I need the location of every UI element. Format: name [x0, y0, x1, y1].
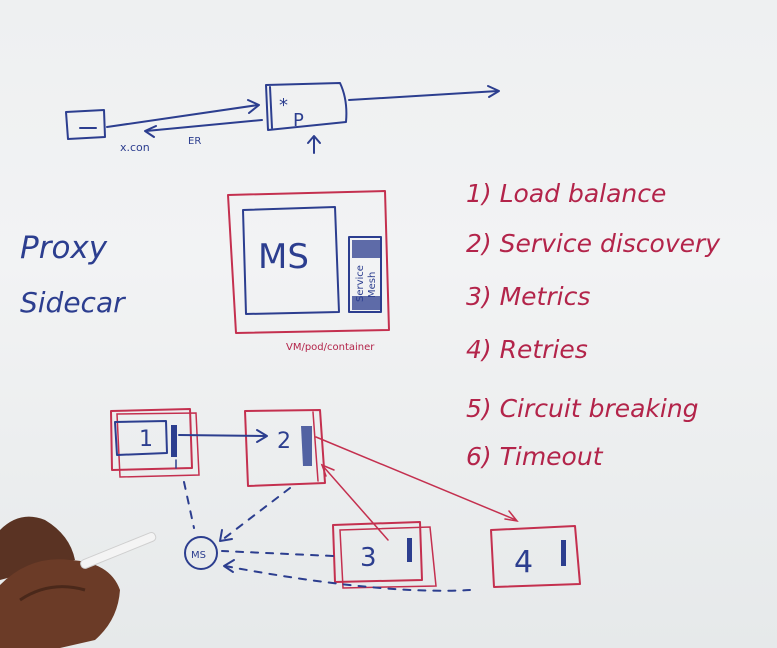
outbound-arrowhead	[487, 85, 500, 98]
client-box	[65, 109, 106, 140]
conn-label: x.con	[120, 141, 150, 154]
node-3-outline	[332, 521, 423, 583]
feature-4: 4) Retries	[466, 335, 588, 364]
service-mesh-line1: Service	[355, 265, 366, 302]
node-1-sidecar	[171, 425, 177, 457]
dash-4-to-ms-head	[223, 559, 235, 573]
node-4-sidecar	[561, 540, 566, 566]
arrow-2-to-3-head	[320, 463, 335, 477]
marker-pen	[80, 532, 157, 569]
feature-2: 2) Service discovery	[466, 229, 721, 258]
proxy-up-arrow	[307, 135, 321, 154]
er-label: ER	[188, 136, 201, 147]
dash-1-to-ms	[183, 481, 195, 529]
pod-caption: VM/pod/container	[286, 342, 375, 353]
right-hand	[0, 559, 120, 648]
ms-label: MS	[258, 237, 309, 277]
ms-circle-label: MS	[191, 550, 206, 561]
node-2-inner-edge	[312, 411, 319, 482]
presenter-hand	[0, 516, 157, 648]
node-2-label: 2	[277, 429, 291, 454]
feature-6: 6) Timeout	[466, 442, 604, 471]
arrow-2-to-4-head	[504, 510, 519, 523]
proxy-text: Proxy	[20, 230, 108, 266]
ms-box	[242, 206, 340, 315]
node-3-sidecar	[407, 538, 412, 562]
dash-3-to-ms	[221, 550, 334, 557]
node-3-label: 3	[360, 543, 377, 573]
sidecar-hatch-bottom	[352, 296, 380, 310]
feature-list: 1) Load balance 2) Service discovery 3) …	[466, 179, 721, 471]
node-1-outline-2	[116, 412, 200, 478]
node-4-outline	[490, 525, 581, 588]
node-1-outline	[110, 408, 193, 471]
node-2-outline	[244, 409, 326, 487]
ms-circle	[184, 536, 218, 570]
proxy-box-edge	[269, 86, 273, 129]
sidecar-hatch-top	[352, 240, 380, 258]
pod-outline	[227, 190, 390, 334]
response-arrow	[145, 119, 263, 132]
dash-2-to-ms	[221, 487, 291, 541]
node-1-label: 1	[139, 427, 153, 452]
dash-2-to-ms-head	[219, 529, 233, 542]
sidecar-slot	[348, 236, 382, 313]
request-arrowhead	[247, 99, 260, 114]
left-labels: Proxy Sidecar	[20, 230, 126, 319]
node-4-label: 4	[514, 545, 533, 580]
outbound-arrow	[348, 90, 499, 101]
arrow-2-to-3	[321, 464, 389, 541]
sidecar-text: Sidecar	[20, 286, 126, 319]
request-arrow	[106, 104, 259, 128]
feature-1: 1) Load balance	[466, 179, 666, 208]
proxy-box	[265, 82, 348, 131]
proxy-star: *	[279, 95, 288, 116]
top-sketch: * P x.con ER	[65, 82, 500, 154]
node-3-outline-2	[339, 526, 437, 589]
dash-4-to-ms	[224, 565, 471, 592]
arrow-1-to-2	[178, 434, 267, 437]
feature-3: 3) Metrics	[466, 282, 590, 311]
arrow-1-to-2-head	[256, 429, 268, 443]
arrow-2-to-4	[315, 436, 517, 521]
vm-pod-box: MS Service Mesh VM/pod/container	[227, 190, 390, 353]
bottom-diagram: 1 2 3 4 MS	[110, 408, 581, 592]
service-mesh-line2: Mesh	[367, 272, 378, 298]
node-2-sidecar	[301, 426, 312, 466]
feature-5: 5) Circuit breaking	[466, 394, 699, 423]
response-arrowhead	[144, 125, 157, 138]
hand-shadow	[19, 585, 86, 602]
proxy-label: P	[293, 110, 304, 131]
node-1-box	[114, 420, 168, 456]
